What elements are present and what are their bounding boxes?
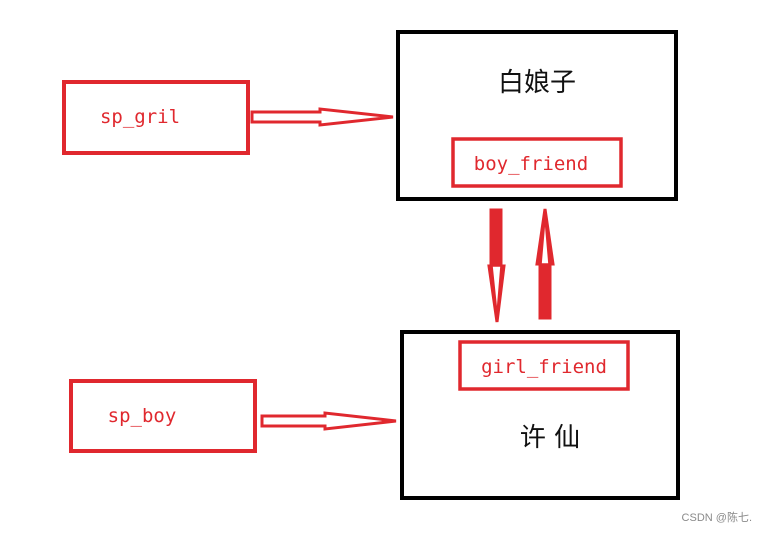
node-xuxian-title: 许 仙	[520, 423, 580, 453]
node-sp-boy-box	[69, 379, 257, 453]
field-boy-friend-box	[451, 137, 623, 188]
field-girl-friend-box	[458, 340, 630, 391]
arrow-girl-friend-to-bainiangzi	[535, 208, 555, 320]
node-sp-gril-box	[62, 80, 250, 155]
node-sp-gril: sp_gril	[62, 80, 250, 155]
node-sp-boy: sp_boy	[69, 379, 257, 453]
node-sp-boy-label: sp_boy	[108, 405, 177, 427]
node-bainiangzi-title: 白娘子	[498, 68, 576, 98]
field-boy-friend-label: boy_friend	[474, 153, 588, 175]
arrow-sp-gril-to-bainiangzi	[250, 107, 394, 127]
node-xuxian: girl_friend 许 仙	[400, 330, 680, 500]
watermark: CSDN @陈七.	[681, 512, 752, 524]
arrow-sp-boy-to-xuxian	[260, 411, 397, 431]
node-bainiangzi: 白娘子 boy_friend	[396, 30, 678, 201]
node-sp-gril-label: sp_gril	[100, 106, 180, 128]
arrow-boy-friend-to-xuxian	[487, 208, 506, 323]
field-girl-friend-label: girl_friend	[481, 356, 607, 378]
